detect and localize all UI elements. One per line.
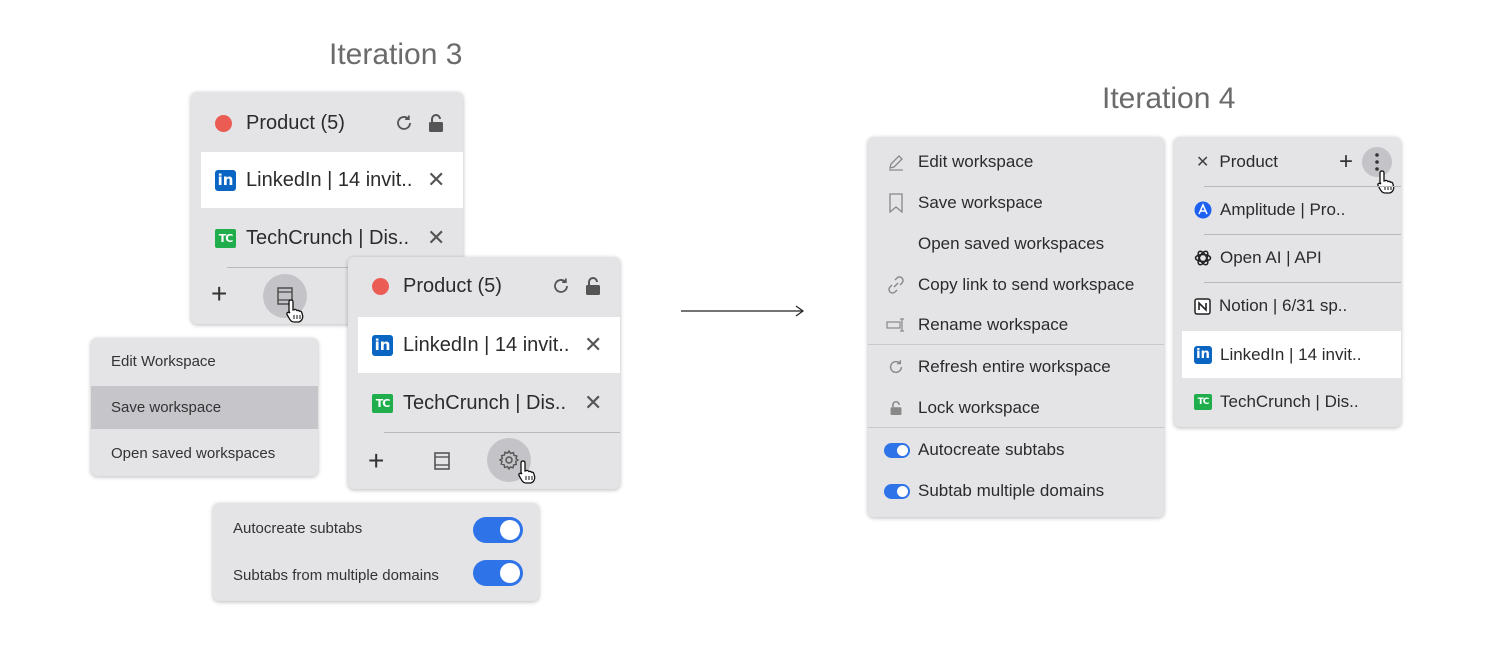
setting-autocreate-subtabs: Autocreate subtabs bbox=[233, 519, 363, 537]
record-dot-icon bbox=[372, 277, 389, 295]
refresh-icon bbox=[889, 360, 903, 374]
close-workspace-icon[interactable]: ✕ bbox=[1196, 154, 1210, 171]
close-icon[interactable]: ✕ bbox=[584, 332, 603, 357]
tab-notion[interactable]: Notion | 6/31 sp.. bbox=[1174, 290, 1401, 322]
tab-linkedin[interactable]: in LinkedIn | 14 invit.. bbox=[1182, 331, 1401, 378]
notion-icon bbox=[1194, 297, 1211, 315]
pointer-hand-icon bbox=[286, 299, 304, 323]
workspace-options-menu: Edit workspace Save workspace Open saved… bbox=[868, 137, 1164, 517]
refresh-icon[interactable] bbox=[551, 276, 571, 296]
tab-openai[interactable]: Open AI | API bbox=[1174, 242, 1401, 274]
record-dot-icon bbox=[215, 114, 232, 132]
menu-item-open-saved-workspaces[interactable]: Open saved workspaces bbox=[918, 234, 1105, 253]
tab-label: Amplitude | Pro.. bbox=[1220, 200, 1346, 219]
divider bbox=[384, 432, 620, 433]
menu-item-lock-workspace[interactable]: Lock workspace bbox=[868, 393, 1164, 423]
tab-techcrunch[interactable]: TC TechCrunch | Dis.. bbox=[1174, 386, 1401, 418]
subtab-multiple-domains-toggle[interactable] bbox=[884, 483, 910, 499]
arrow-right-icon bbox=[681, 305, 805, 317]
tab-label: LinkedIn | 14 invit.. bbox=[246, 168, 413, 191]
tab-label: Notion | 6/31 sp.. bbox=[1219, 296, 1348, 315]
close-icon[interactable]: ✕ bbox=[427, 225, 446, 250]
tab-label: TechCrunch | Dis.. bbox=[1220, 392, 1359, 411]
menu-item-autocreate-subtabs[interactable]: Autocreate subtabs bbox=[868, 435, 1164, 465]
menu-item-edit-workspace[interactable]: Edit workspace bbox=[868, 147, 1164, 177]
add-tab-icon[interactable]: + bbox=[1339, 148, 1354, 175]
workspace-dropdown: Edit Workspace Save workspace Open saved… bbox=[91, 338, 318, 476]
workspace-icon[interactable] bbox=[432, 451, 452, 471]
lock-icon bbox=[890, 401, 902, 415]
techcrunch-icon: TC bbox=[372, 393, 393, 413]
lock-icon[interactable] bbox=[427, 113, 445, 133]
pointer-hand-icon bbox=[518, 460, 536, 484]
workspace-panel-iter4: ✕ Product + Amplitude | Pro.. Open AI | … bbox=[1174, 137, 1401, 427]
techcrunch-icon: TC bbox=[1194, 394, 1212, 410]
linkedin-icon: in bbox=[372, 334, 393, 356]
pencil-icon bbox=[889, 155, 903, 171]
divider bbox=[1204, 186, 1401, 187]
divider bbox=[868, 344, 1164, 345]
tab-label: TechCrunch | Dis.. bbox=[403, 391, 567, 414]
workspace-title: Product (5) bbox=[246, 111, 345, 134]
divider bbox=[1204, 234, 1401, 235]
menu-item-rename-workspace[interactable]: Rename workspace bbox=[868, 310, 1164, 340]
refresh-icon[interactable] bbox=[394, 113, 414, 133]
tab-linkedin[interactable]: in LinkedIn | 14 invit.. ✕ bbox=[201, 152, 463, 208]
tab-label: Open AI | API bbox=[1220, 248, 1322, 267]
divider bbox=[227, 267, 463, 268]
autocreate-subtabs-toggle[interactable] bbox=[884, 442, 910, 458]
lock-icon[interactable] bbox=[584, 276, 602, 296]
menu-item-save-workspace[interactable]: Save workspace bbox=[91, 386, 318, 429]
menu-item-save-workspace[interactable]: Save workspace bbox=[868, 188, 1164, 218]
workspace-panel-a: Product (5) in LinkedIn | 14 invit.. ✕ T… bbox=[191, 92, 463, 324]
workspace-panel-b: Product (5) in LinkedIn | 14 invit.. ✕ T… bbox=[348, 257, 620, 489]
tab-techcrunch[interactable]: TC TechCrunch | Dis.. ✕ bbox=[191, 210, 463, 266]
link-icon bbox=[888, 276, 904, 294]
tab-amplitude[interactable]: Amplitude | Pro.. bbox=[1174, 194, 1401, 226]
menu-item-copy-link[interactable]: Copy link to send workspace bbox=[868, 270, 1164, 300]
iteration-4-heading: Iteration 4 bbox=[1102, 82, 1236, 115]
divider bbox=[1204, 282, 1401, 283]
setting-subtabs-multiple-domains: Subtabs from multiple domains bbox=[233, 566, 439, 584]
workspace-title: Product bbox=[1219, 152, 1278, 171]
tab-label: TechCrunch | Dis.. bbox=[246, 226, 410, 249]
more-vertical-icon bbox=[1375, 153, 1379, 171]
gear-icon bbox=[498, 449, 520, 471]
tab-label: LinkedIn | 14 invit.. bbox=[1220, 344, 1362, 364]
menu-item-edit-workspace[interactable]: Edit Workspace bbox=[111, 352, 216, 370]
close-icon[interactable]: ✕ bbox=[584, 390, 603, 415]
amplitude-icon bbox=[1194, 201, 1212, 219]
menu-item-refresh-workspace[interactable]: Refresh entire workspace bbox=[868, 352, 1164, 382]
tab-techcrunch[interactable]: TC TechCrunch | Dis.. ✕ bbox=[348, 375, 620, 431]
add-tab-icon[interactable]: + bbox=[368, 445, 385, 476]
settings-popover: Autocreate subtabs Subtabs from multiple… bbox=[213, 503, 539, 601]
iteration-3-heading: Iteration 3 bbox=[329, 38, 463, 71]
subtabs-multiple-domains-toggle[interactable] bbox=[473, 560, 523, 586]
tab-linkedin[interactable]: in LinkedIn | 14 invit.. ✕ bbox=[358, 317, 620, 373]
workspace-title: Product (5) bbox=[403, 274, 502, 297]
openai-icon bbox=[1194, 250, 1212, 266]
add-tab-icon[interactable]: + bbox=[211, 278, 228, 309]
menu-item-open-saved-workspaces[interactable]: Open saved workspaces bbox=[111, 444, 276, 462]
close-icon[interactable]: ✕ bbox=[427, 167, 446, 192]
autocreate-subtabs-toggle[interactable] bbox=[473, 517, 523, 543]
menu-item-subtab-multiple-domains[interactable]: Subtab multiple domains bbox=[868, 476, 1164, 506]
linkedin-icon: in bbox=[1194, 345, 1212, 364]
bookmark-icon bbox=[889, 193, 903, 213]
rename-icon bbox=[886, 318, 904, 332]
techcrunch-icon: TC bbox=[215, 228, 236, 248]
pointer-hand-icon bbox=[1377, 170, 1395, 194]
tab-label: LinkedIn | 14 invit.. bbox=[403, 333, 570, 356]
divider bbox=[868, 427, 1164, 428]
linkedin-icon: in bbox=[215, 169, 236, 191]
